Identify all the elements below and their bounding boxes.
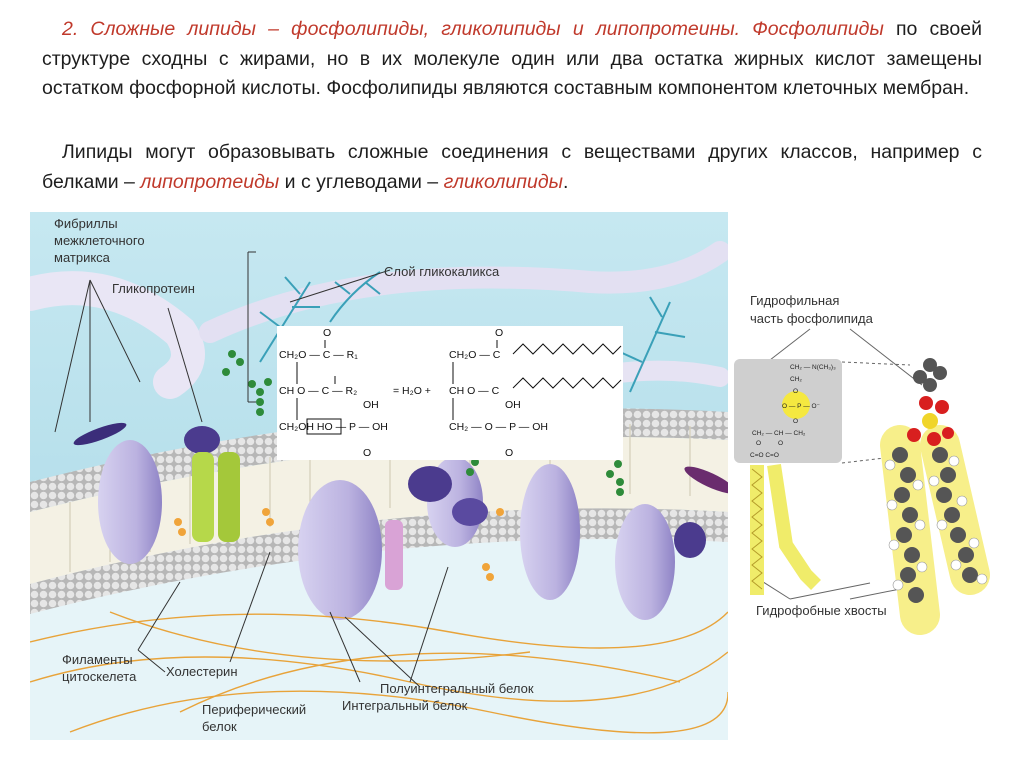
integral-protein-3 [520,464,580,600]
term-glycolipids: гликолипиды [443,170,563,193]
formula-left-row2: CH O — C — R₂ [279,385,357,397]
paragraph-2-a: Липиды могут образовывать сложные соедин… [42,141,982,193]
formula-middle: = H₂O + [393,385,431,397]
paragraph-2-c: и с углеводами – [284,170,439,193]
head-text-8: O [778,440,783,447]
label-glycocalyx: Слой гликокаликса [384,264,500,279]
formula-right-row1: CH₂O — C [449,349,501,361]
formula-right-row3: CH₂ — O — P — OH [449,421,548,433]
label-filaments-1: Филаменты [62,652,133,667]
label-cholesterol: Холестерин [166,664,238,679]
head-text-7: O [756,440,761,447]
formula-right-row2: CH O — C [449,385,500,397]
head-text-2: CH₂ [790,376,802,383]
label-hydrophobic: Гидрофобные хвосты [756,603,887,618]
label-fibrils-1: Фибриллы [54,216,118,231]
phospholipid-diagram: Гидрофильная часть фосфолипида CH₂ — N(C… [734,293,990,635]
paragraph-1: 2. Сложные липиды – фосфолипиды, гликоли… [42,15,982,104]
paragraph-2-end: . [562,170,569,193]
label-semi-integral: Полуинтегральный белок [380,681,534,696]
term-lipoproteids: липопротеиды [140,170,280,193]
label-fibrils-3: матрикса [54,250,111,265]
label-fibrils-2: межклеточного [54,233,145,248]
chemical-formula: O CH₂O — C — R₁ CH O — C — R₂ CH₂OH HO —… [277,326,623,460]
space-filling-model [880,358,990,635]
formula-left-oh: OH [363,399,379,411]
integral-protein-4 [615,504,675,620]
label-hydrophilic-2: часть фосфолипида [750,311,874,326]
formula-right-o-top: O [495,327,503,339]
paragraph-2: Липиды могут образовывать сложные соедин… [42,138,982,197]
head-text-3: O [793,388,798,395]
integral-protein-1 [98,440,162,564]
label-filaments-2: цитоскелета [62,669,137,684]
label-peripheral-1: Периферический [202,702,306,717]
integral-protein-2 [298,480,382,620]
paragraph-1-body: по своей структуре сходны с жирами, но в… [42,18,982,99]
formula-left-row1: CH₂O — C — R₁ [279,349,358,361]
head-text-5: O [793,418,798,425]
formula-right-oh: OH [505,399,521,411]
label-glycoprotein: Гликопротеин [112,281,195,296]
label-hydrophilic-1: Гидрофильная [750,293,839,308]
formula-left-o-top: O [323,327,331,339]
head-text-4: O — P — O⁻ [782,403,821,410]
formula-left-o-bottom: O [363,447,371,459]
head-text-1: CH₂ — N(CH₃)₃ [790,364,836,371]
head-text-9: C=O C=O [750,452,779,459]
membrane-illustration: Фибриллы межклеточного матрикса Гликопро… [30,212,728,740]
formula-left-row3: CH₂OH HO — P — OH [279,421,388,433]
formula-right-o-bottom: O [505,447,513,459]
paragraph-1-lead: 2. Сложные липиды – фосфолипиды, гликоли… [62,18,884,40]
label-peripheral-2: белок [202,719,237,734]
head-text-6: CH₂ — CH — CH₂ [752,430,806,437]
label-integral: Интегральный белок [342,698,468,713]
